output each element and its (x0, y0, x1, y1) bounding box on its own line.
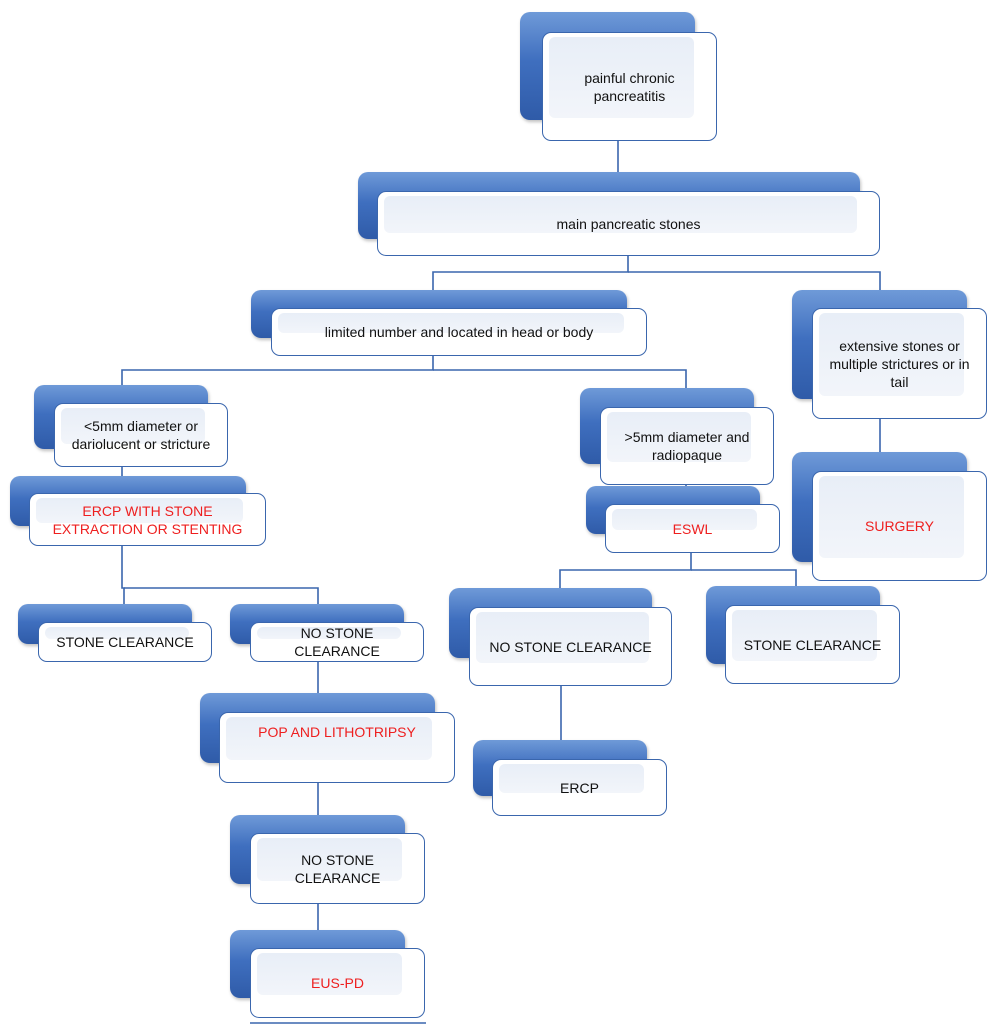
node-box: ERCP (492, 759, 667, 816)
node-box: extensive stones or multiple strictures … (812, 308, 987, 419)
node-small-stones: <5mm diameter or dariolucent or strictur… (34, 385, 228, 467)
node-label: ESWL (672, 520, 713, 537)
node-main-pancreatic-stones: main pancreatic stones (358, 172, 880, 256)
node-label: extensive stones or multiple strictures … (829, 337, 970, 390)
node-box: <5mm diameter or dariolucent or strictur… (54, 403, 228, 467)
node-box: NO STONE CLEARANCE (250, 622, 424, 662)
node-box: SURGERY (812, 471, 987, 581)
node-eus-pd: EUS-PD (230, 930, 425, 1018)
node-label: STONE CLEARANCE (743, 636, 882, 653)
node-ercp: ERCP (473, 740, 667, 816)
node-box: STONE CLEARANCE (38, 622, 212, 662)
node-no-stone-clearance-bottom: NO STONE CLEARANCE (230, 815, 425, 904)
node-box: POP AND LITHOTRIPSY (219, 712, 455, 783)
node-painful-chronic-pancreatitis: painful chronic pancreatitis (520, 12, 717, 141)
connector (628, 271, 881, 290)
connector (433, 369, 687, 388)
node-box: NO STONE CLEARANCE (469, 607, 672, 686)
node-label: <5mm diameter or dariolucent or strictur… (71, 418, 211, 452)
node-label: NO STONE CLEARANCE (489, 638, 652, 655)
node-box: >5mm diameter and radiopaque (600, 407, 774, 485)
connector (121, 356, 434, 385)
node-label: NO STONE CLEARANCE (294, 625, 380, 659)
connector (124, 587, 319, 604)
node-limited-number: limited number and located in head or bo… (251, 290, 647, 357)
node-eswl: ESWL (586, 486, 780, 553)
connector (559, 552, 692, 588)
node-extensive-stones: extensive stones or multiple strictures … (792, 290, 987, 419)
node-label: SURGERY (865, 518, 934, 534)
node-label: STONE CLEARANCE (56, 634, 194, 650)
node-label: ERCP WITH STONE EXTRACTION OR STENTING (52, 502, 243, 537)
node-label: EUS-PD (311, 975, 364, 991)
node-stone-clearance-left: STONE CLEARANCE (18, 604, 212, 662)
node-pop-and-lithotripsy: POP AND LITHOTRIPSY (200, 693, 455, 783)
node-label: main pancreatic stones (556, 215, 701, 232)
node-ercp-stone-extraction: ERCP WITH STONE EXTRACTION OR STENTING (10, 476, 266, 546)
node-box: NO STONE CLEARANCE (250, 833, 425, 904)
node-label: >5mm diameter and radiopaque (624, 429, 750, 463)
node-no-stone-clearance-mid: NO STONE CLEARANCE (449, 588, 672, 686)
connector (432, 255, 629, 290)
connector (121, 545, 125, 604)
node-label: painful chronic pancreatitis (584, 69, 675, 104)
node-stone-clearance-mid: STONE CLEARANCE (706, 586, 900, 684)
node-box: painful chronic pancreatitis (542, 32, 717, 141)
node-box: ESWL (605, 504, 780, 553)
node-box: EUS-PD (250, 948, 425, 1018)
node-box: ERCP WITH STONE EXTRACTION OR STENTING (29, 493, 266, 546)
node-no-stone-clearance-left: NO STONE CLEARANCE (230, 604, 424, 662)
node-surgery: SURGERY (792, 452, 987, 581)
node-box: main pancreatic stones (377, 191, 880, 256)
node-label: NO STONE CLEARANCE (294, 851, 381, 886)
node-box: STONE CLEARANCE (725, 605, 900, 684)
node-box: limited number and located in head or bo… (271, 308, 647, 356)
node-label: ERCP (560, 779, 599, 796)
connector (691, 569, 797, 586)
node-large-stones: >5mm diameter and radiopaque (580, 388, 774, 485)
node-label: limited number and located in head or bo… (324, 324, 594, 340)
node-label: POP AND LITHOTRIPSY (258, 724, 416, 740)
